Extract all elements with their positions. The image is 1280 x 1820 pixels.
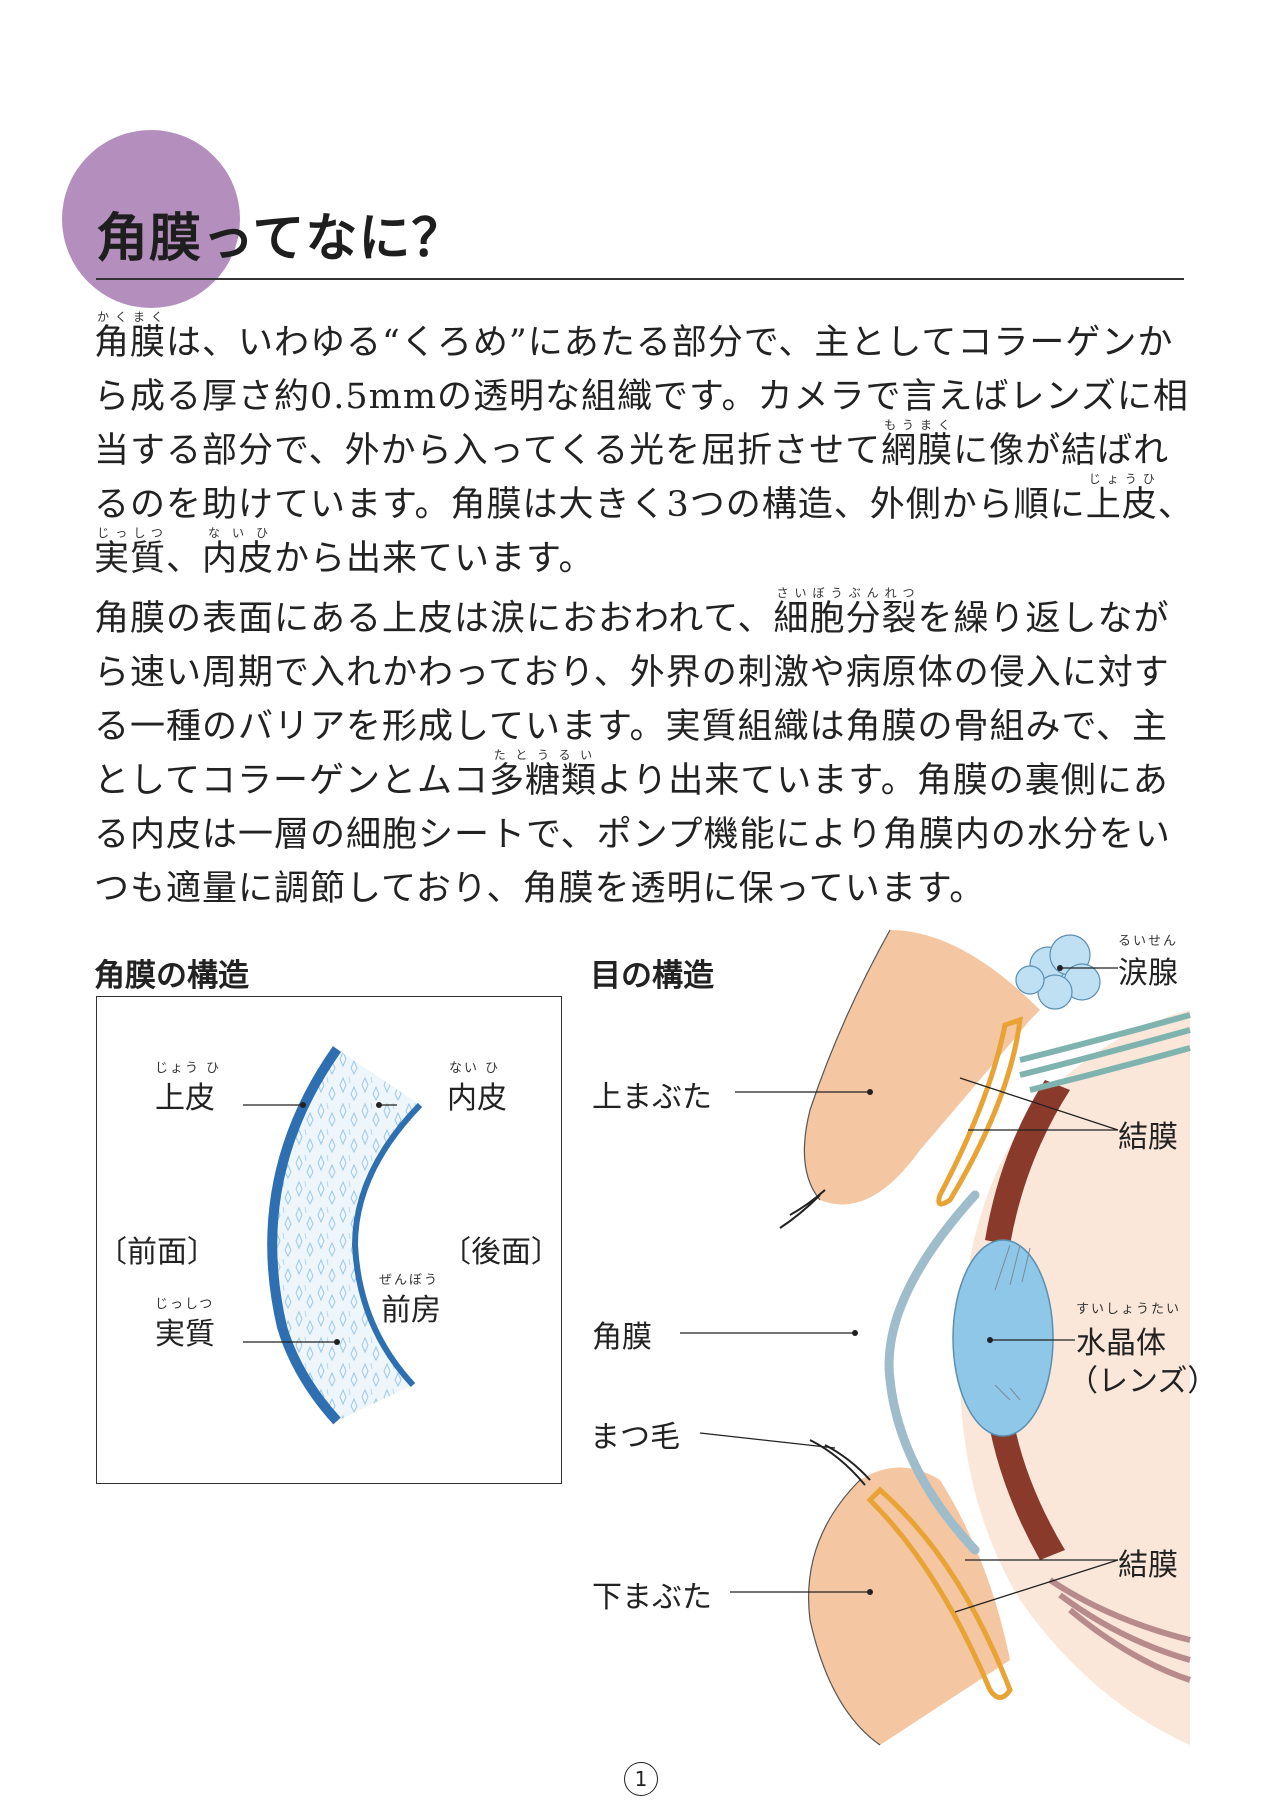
cornea-illustration — [243, 1046, 423, 1425]
lower-iris-tissue — [985, 1400, 1065, 1560]
ruby-anterior-chamber: ぜんぼう — [379, 1273, 440, 1288]
upper-eyelid-shape — [804, 930, 1040, 1205]
cornea-endothelium-arc — [351, 1102, 423, 1388]
ruby-stroma: じっしつ — [155, 1297, 215, 1312]
label-eyelash: まつ毛 — [590, 1420, 680, 1455]
label-lower-eyelid: 下まぶた — [592, 1580, 712, 1615]
paragraph-2: 角膜の表面にある上皮は涙におおわれて、細胞分裂さいぼうぶんれつを繰り返しながら速… — [94, 586, 1171, 909]
label-anterior-chamber: 前房 — [381, 1293, 441, 1328]
ruby-johi: 上皮じょうひ — [1085, 472, 1158, 525]
page-title: 角膜ってなに？ — [96, 209, 465, 269]
ruby-naihi: 内皮ないひ — [202, 526, 275, 579]
ruby-jisshitsu: 実質じっしつ — [94, 526, 167, 579]
lower-conjunctiva-bands — [1048, 1577, 1191, 1683]
ruby-kakumaku: 角膜かくまく — [94, 310, 167, 363]
lacrimal-gland-shape — [1015, 934, 1101, 1010]
label-lacrimal-gland: 涙腺 — [1118, 956, 1178, 991]
cornea-structure-heading: 角膜の構造 — [94, 958, 249, 994]
upper-eyelash — [779, 1189, 826, 1229]
ruby-moumaku: 網膜もうまく — [881, 418, 954, 471]
label-front: 〔前面〕 — [97, 1235, 217, 1270]
label-back: 〔後面〕 — [441, 1235, 561, 1270]
crystalline-lens-shape — [952, 1239, 1054, 1437]
label-upper-eyelid: 上まぶた — [592, 1080, 712, 1115]
label-cornea: 角膜 — [592, 1320, 652, 1355]
upper-conjunctiva-bands — [1019, 1012, 1191, 1093]
ruby-saibou: 細胞分裂さいぼうぶんれつ — [773, 586, 918, 639]
ruby-epithelium: じょう ひ — [155, 1061, 222, 1076]
eye-cornea-curve — [884, 1190, 980, 1555]
label-conjunctiva-lower: 結膜 — [1118, 1548, 1178, 1583]
label-endothelium: 内皮 — [447, 1081, 507, 1116]
body-text: 角膜かくまくは、いわゆる“くろめ”にあたる部分で、主としてコラーゲンから成る厚さ… — [94, 310, 1194, 916]
label-lens: 水晶体 — [1076, 1326, 1166, 1361]
page-number: 1 — [624, 1762, 658, 1796]
title-underline — [96, 278, 1184, 280]
upper-iris-tissue — [985, 1080, 1070, 1245]
ruby-lens: すいしょうたい — [1076, 1302, 1182, 1317]
ruby-tatourui: 多糖類たとうるい — [488, 748, 597, 801]
label-epithelium: 上皮 — [155, 1081, 215, 1116]
lower-tarsal-plate — [866, 1486, 1013, 1700]
ruby-lacrimal-gland: るいせん — [1118, 934, 1179, 949]
eye-structure-heading: 目の構造 — [590, 958, 714, 994]
ruby-endothelium: ない ひ — [449, 1061, 501, 1076]
cornea-epithelium-arc — [267, 1046, 342, 1425]
label-stroma: 実質 — [155, 1317, 215, 1352]
label-lens-paren: （レンズ） — [1068, 1364, 1218, 1399]
cornea-stroma-shape — [272, 1049, 420, 1421]
paragraph-1: 角膜かくまくは、いわゆる“くろめ”にあたる部分で、主としてコラーゲンから成る厚さ… — [94, 310, 1194, 579]
cornea-structure-figure: じょう ひ 上皮 ない ひ 内皮 〔前面〕 〔後面〕 ぜんぼう 前房 じっしつ … — [96, 996, 562, 1484]
label-conjunctiva-upper: 結膜 — [1118, 1120, 1178, 1155]
upper-tarsal-plate — [936, 1016, 1023, 1207]
title-block: 角膜ってなに？ — [62, 130, 1184, 308]
